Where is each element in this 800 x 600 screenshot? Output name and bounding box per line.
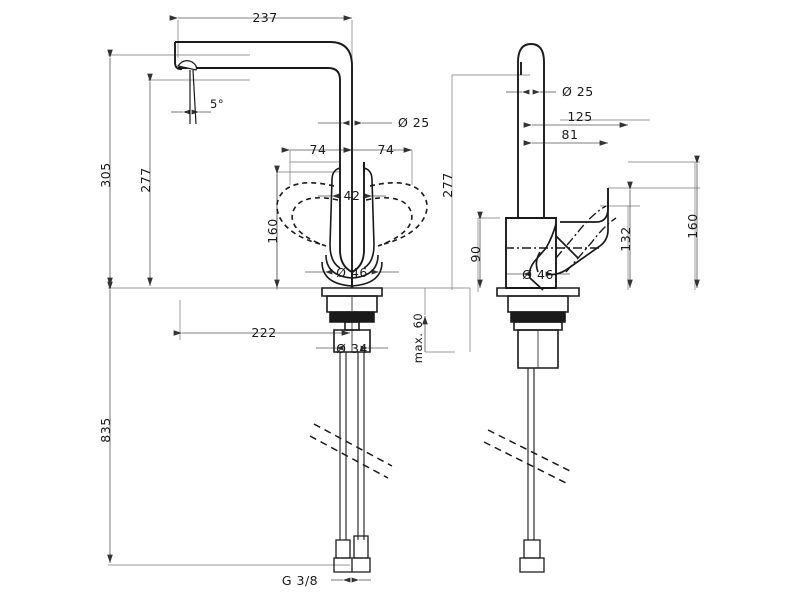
dim-total-length: 835	[98, 417, 113, 442]
dim-spout-angle: 5°	[210, 97, 224, 111]
dim-lever-clearance: 160	[685, 213, 700, 238]
spout-aerator-detail	[176, 60, 198, 125]
dim-thread: G 3/8	[282, 573, 318, 588]
dim-handle-right-swing: 74	[378, 142, 395, 157]
side-view-faucet-outline	[505, 43, 557, 289]
side-view-break-lines	[483, 429, 573, 485]
dim-side-tube-diameter: Ø 25	[562, 84, 594, 99]
side-view-base-mount	[496, 287, 580, 369]
dim-max-thickness: max. 60	[411, 313, 425, 364]
dim-handle-left-swing: 74	[310, 142, 327, 157]
front-view-lever-swing-arcs	[276, 182, 428, 247]
side-view-lever-handle	[528, 188, 609, 291]
dim-body-height: 90	[468, 246, 483, 263]
dim-side-spout-height: 277	[440, 172, 455, 197]
dimension-labels: 237 305 277 835 Ø 25 74 74 42 160 Ø 46 2…	[98, 10, 700, 588]
front-view-break-lines	[309, 423, 393, 479]
side-view-thread-connector	[519, 539, 545, 573]
front-view-faucet-outline	[174, 41, 365, 288]
dim-spout-tube-diameter: Ø 25	[398, 115, 430, 130]
extension-lines	[108, 20, 700, 566]
dim-lever-reach-max: 125	[567, 109, 592, 124]
dim-shank-diameter: Ø 34	[336, 341, 368, 356]
dim-spout-reach: 237	[252, 10, 277, 25]
front-view-supply-hoses	[339, 296, 365, 540]
dim-lever-raised-height: 132	[618, 226, 633, 251]
front-view-thread-connectors	[333, 535, 371, 573]
side-view-lever-raised-position	[505, 205, 617, 273]
side-view-supply-hoses	[527, 330, 539, 540]
dim-body-diameter: Ø 46	[336, 265, 368, 280]
front-view-handle	[321, 167, 383, 287]
front-view-base-mount	[321, 287, 383, 353]
dim-spout-height: 277	[138, 167, 153, 192]
dim-side-body-diameter: Ø 46	[522, 267, 554, 282]
dim-lever-reach: 81	[562, 127, 579, 142]
dim-overall-height: 305	[98, 162, 113, 187]
dim-handle-width: 42	[344, 188, 361, 203]
dim-handle-clearance-height: 160	[265, 218, 280, 243]
dim-base-to-front: 222	[251, 325, 276, 340]
dimension-lines	[107, 15, 700, 583]
